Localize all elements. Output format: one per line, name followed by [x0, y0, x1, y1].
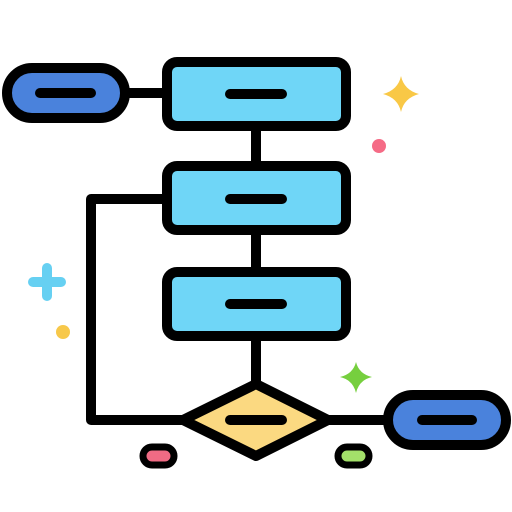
- pill-pink-badge: [139, 443, 178, 469]
- decision-diamond: [178, 379, 333, 461]
- end-terminal: [383, 390, 511, 450]
- sparkle-green-icon: [340, 362, 372, 393]
- process-box-1: [162, 57, 351, 131]
- connector-loop-back: [86, 194, 188, 425]
- dot-gold-icon: [56, 325, 70, 339]
- connectors: [86, 88, 395, 425]
- sparkle-gold-icon: [383, 76, 419, 112]
- dot-pink-icon: [372, 139, 386, 153]
- process-box-2: [162, 161, 351, 235]
- process-box-3: [162, 267, 351, 341]
- plus-blue-icon: [28, 263, 66, 301]
- start-terminal: [2, 63, 130, 123]
- pill-green-badge: [334, 443, 373, 469]
